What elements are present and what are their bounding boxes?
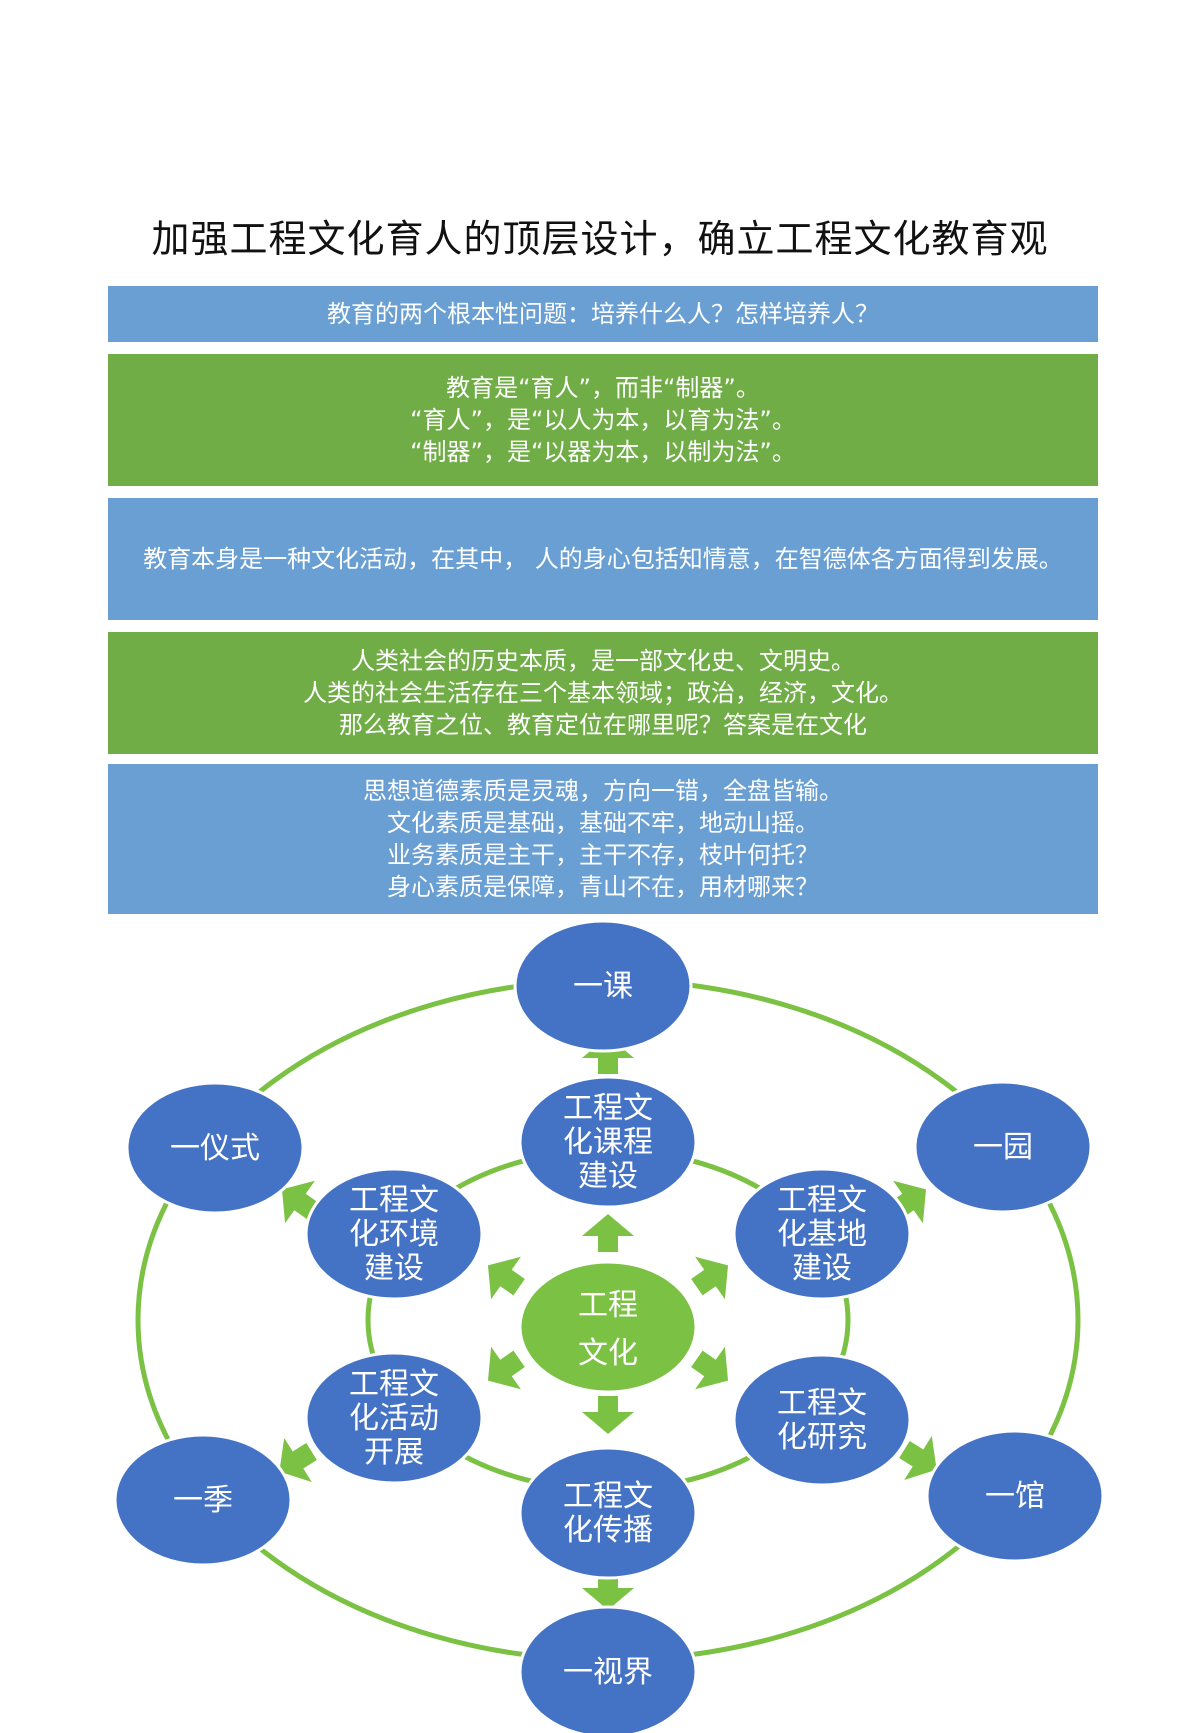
outer-node-yishi — [125, 1081, 305, 1215]
outer-node-guan — [925, 1429, 1105, 1563]
inner-node-activity-label: 开展 — [364, 1435, 424, 1470]
outer-node-ke — [513, 919, 693, 1053]
inner-node-course-label: 建设 — [578, 1159, 638, 1194]
inner-node-research-label: 化研究 — [777, 1420, 867, 1455]
inner-node-environment-label: 化环境 — [349, 1217, 439, 1252]
outer-node-yuan-label: 一园 — [973, 1130, 1033, 1165]
info-box-2: 教育是“育人”，而非“制器”。 “育人”，是“以人为本，以育为法”。 “制器”，… — [108, 354, 1098, 486]
info-box-3-line-1: 教育本身是一种文化活动，在其中， 人的身心包括知情意，在智德体各方面得到发展。 — [143, 545, 1063, 573]
info-box-4-line-1: 人类社会的历史本质，是一部文化史、文明史。 — [351, 647, 855, 675]
inner-node-course — [518, 1075, 698, 1209]
inner-node-course-label: 化课程 — [563, 1125, 653, 1160]
inner-node-activity-label: 工程文 — [349, 1367, 439, 1402]
arrow-12 — [487, 1256, 525, 1300]
info-box-4-line-3: 那么教育之位、教育定位在哪里呢？答案是在文化 — [339, 711, 867, 739]
inner-node-environment-label: 建设 — [364, 1251, 424, 1286]
center-node-label: 文化 — [578, 1336, 638, 1371]
info-box-2-line-3: “制器”，是“以器为本，以制为法”。 — [410, 438, 796, 466]
arrow-11 — [487, 1346, 525, 1390]
outer-node-ji-label: 一季 — [173, 1483, 233, 1518]
outer-node-shijie-label: 一视界 — [563, 1655, 653, 1690]
info-box-1-line-1: 教育的两个根本性问题：培养什么人？怎样培养人？ — [327, 300, 879, 328]
info-box-5: 思想道德素质是灵魂，方向一错，全盘皆输。 文化素质是基础，基础不牢，地动山摇。 … — [108, 764, 1098, 914]
arrow-1 — [582, 1036, 634, 1074]
page-title: 加强工程文化育人的顶层设计，确立工程文化教育观 — [151, 217, 1049, 261]
info-box-5-line-2: 文化素质是基础，基础不牢，地动山摇。 — [387, 809, 819, 837]
info-box-2-line-2: “育人”，是“以人为本，以育为法”。 — [410, 406, 796, 434]
center-node-label: 工程 — [578, 1288, 638, 1323]
inner-node-research-label: 工程文 — [777, 1386, 867, 1421]
info-box-3: 教育本身是一种文化活动，在其中， 人的身心包括知情意，在智德体各方面得到发展。 — [108, 498, 1098, 620]
inner-node-activity-label: 化活动 — [349, 1401, 439, 1436]
arrow-7 — [582, 1214, 634, 1252]
arrow-10 — [691, 1346, 729, 1390]
info-box-4: 人类社会的历史本质，是一部文化史、文明史。 人类的社会生活存在三个基本领域；政治… — [108, 632, 1098, 754]
info-box-5-line-3: 业务素质是主干，主干不存，枝叶何托？ — [387, 841, 819, 869]
arrow-9 — [691, 1256, 729, 1300]
inner-node-spread-label: 工程文 — [563, 1479, 653, 1514]
inner-node-base-label: 工程文 — [777, 1183, 867, 1218]
inner-node-environment — [304, 1167, 484, 1301]
center-node — [518, 1260, 698, 1394]
info-box-5-line-4: 身心素质是保障，青山不在，用材哪来？ — [387, 873, 819, 901]
arrow-3 — [899, 1435, 937, 1481]
inner-node-environment-label: 工程文 — [349, 1183, 439, 1218]
inner-node-course-label: 工程文 — [563, 1091, 653, 1126]
inner-node-spread — [518, 1446, 698, 1580]
inner-node-base-label: 化基地 — [777, 1217, 867, 1252]
inner-node-activity — [304, 1351, 484, 1485]
inner-node-research — [732, 1353, 912, 1487]
info-box-4-line-2: 人类的社会生活存在三个基本领域；政治，经济，文化。 — [303, 679, 903, 707]
arrow-5 — [279, 1437, 317, 1483]
arrow-4 — [582, 1572, 634, 1610]
outer-node-yishi-label: 一仪式 — [170, 1131, 260, 1166]
outer-node-ke-label: 一课 — [573, 969, 633, 1004]
inner-node-base-label: 建设 — [792, 1251, 852, 1286]
info-box-1: 教育的两个根本性问题：培养什么人？怎样培养人？ — [108, 286, 1098, 342]
outer-node-yuan — [913, 1080, 1093, 1214]
outer-node-ji — [113, 1433, 293, 1567]
inner-node-base — [732, 1167, 912, 1301]
inner-node-spread-label: 化传播 — [563, 1513, 653, 1548]
nodes: 一课一园一馆一视界一季一仪式工程文化课程建设工程文化基地建设工程文化研究工程文化… — [113, 919, 1105, 1733]
arrow-8 — [582, 1396, 634, 1434]
info-box-2-line-1: 教育是“育人”，而非“制器”。 — [446, 374, 760, 402]
info-box-5-line-1: 思想道德素质是灵魂，方向一错，全盘皆输。 — [363, 777, 843, 805]
outer-node-guan-label: 一馆 — [985, 1479, 1045, 1514]
outer-node-shijie — [518, 1605, 698, 1733]
arrows — [279, 1036, 937, 1610]
